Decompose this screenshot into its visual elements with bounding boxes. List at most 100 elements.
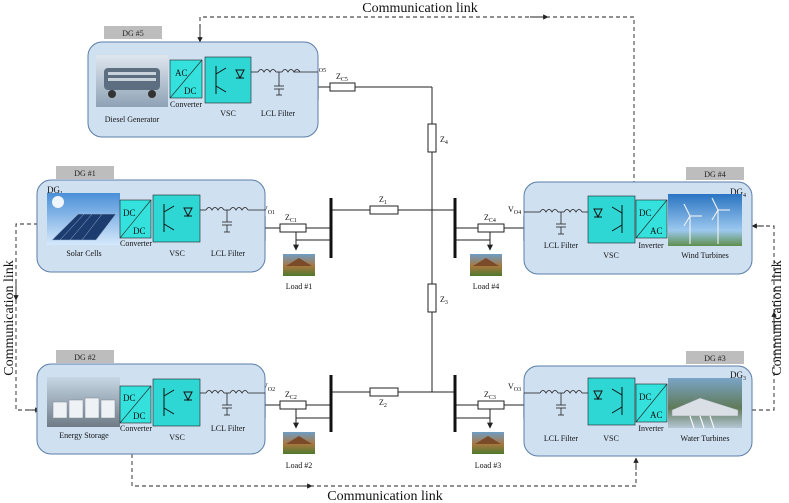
load-2-label: Load #2 (286, 461, 312, 470)
dg1-source-label: Solar Cells (66, 249, 101, 258)
zc1-label: ZC1 (285, 213, 297, 224)
zc2-label: ZC2 (285, 390, 297, 401)
load-3-label: Load #3 (475, 461, 501, 470)
svg-text:DC: DC (133, 411, 146, 421)
network-wiring (265, 86, 524, 406)
load-1: Load #1 (283, 232, 331, 291)
svg-text:DG4: DG4 (730, 187, 746, 199)
svg-text:LCL Filter: LCL Filter (261, 109, 295, 118)
load-4-label: Load #4 (473, 282, 499, 291)
dg2-source-label: Energy Storage (59, 431, 109, 440)
load-4: Load #4 (455, 232, 502, 291)
impedance-zc1 (279, 223, 307, 233)
loads: Load #1 Load #4 Load #2 Load #3 (283, 232, 504, 470)
svg-text:DC: DC (184, 86, 197, 96)
dg5-lcl-filter (251, 69, 318, 96)
zc5-label: ZC5 (336, 72, 348, 83)
svg-text:VSC: VSC (169, 433, 185, 442)
dg1-tag (56, 166, 114, 179)
dg5-tag (104, 26, 162, 39)
zc4-label: ZC4 (484, 213, 496, 224)
svg-text:LCL Filter: LCL Filter (544, 241, 578, 250)
svg-text:DC: DC (639, 208, 652, 218)
z4-label: Z4 (440, 135, 448, 146)
impedance-zc5 (329, 82, 356, 92)
impedance-z4 (427, 123, 437, 153)
dg1-vsc (152, 194, 201, 243)
dg4-tag-text: DG #4 (704, 170, 726, 179)
svg-text:VSC: VSC (603, 251, 619, 260)
comm-link-label-bottom: Communication link (327, 489, 443, 503)
impedance-z3 (427, 283, 437, 313)
dg2-panel: DG #2 Energy Storage DC DC Converter VSC… (36, 350, 266, 455)
comm-link-right: Communication link (751, 223, 785, 411)
impedance-z2 (369, 387, 399, 397)
dg2-lcl-filter (200, 390, 265, 416)
dg2-tag-text: DG #2 (74, 353, 96, 362)
svg-text:Inverter: Inverter (638, 424, 664, 433)
svg-text:DC: DC (639, 392, 652, 402)
svg-text:VSC: VSC (220, 109, 236, 118)
impedance-z1 (369, 205, 399, 215)
dg3-tag (686, 351, 744, 364)
impedances (279, 82, 505, 410)
z3-label: Z3 (440, 295, 448, 306)
load-3: Load #3 (455, 409, 504, 470)
load-1-label: Load #1 (286, 282, 312, 291)
svg-text:DC: DC (133, 226, 146, 236)
comm-link-label-left: Communication link (2, 260, 17, 376)
dg3-source-label: Water Turbines (681, 434, 730, 443)
dg3-tag-text: DG #3 (704, 354, 726, 363)
z1-label: Z1 (379, 195, 387, 206)
comm-link-bottom: Communication link (131, 454, 639, 503)
svg-text:LCL Filter: LCL Filter (544, 434, 578, 443)
zc3-label: ZC3 (484, 390, 496, 401)
dg5-tag-text: DG #5 (122, 29, 144, 38)
dg3-panel: DG #3 DG3 LCL Filter VSC DC AC Inverter … (523, 351, 753, 457)
svg-text:VSC: VSC (169, 249, 185, 258)
wind-turbine-photo (668, 194, 742, 246)
dg1-panel: DG #1 DG1 Solar Cells DC DC Converter VS… (36, 166, 266, 273)
svg-text:AC: AC (650, 226, 663, 236)
dg2-vsc (152, 378, 201, 427)
impedance-zc4 (477, 223, 505, 233)
comm-link-left: Communication link (2, 223, 41, 413)
dg3-vsc (587, 377, 636, 426)
svg-text:Converter: Converter (120, 239, 152, 248)
dg1-tag-text: DG #1 (74, 169, 96, 178)
comm-link-label-right: Communication link (770, 260, 785, 376)
svg-text:DC: DC (123, 208, 136, 218)
impedance-zc2 (279, 400, 307, 410)
dg4-vsc (587, 195, 636, 244)
comm-link-top: Communication link (197, 1, 635, 182)
dg2-tag (56, 350, 114, 363)
dg4-panel: DG #4 DG4 LCL Filter VSC DC AC Inverter (523, 167, 753, 275)
load-2: Load #2 (283, 409, 331, 470)
z2-label: Z2 (379, 398, 387, 409)
comm-link-label-top: Communication link (362, 1, 478, 16)
svg-text:Converter: Converter (120, 424, 152, 433)
dg4-lcl-filter (524, 209, 588, 235)
vo4-label: VO4 (508, 205, 521, 216)
svg-text:DG3: DG3 (730, 370, 746, 382)
svg-text:VSC: VSC (603, 434, 619, 443)
svg-text:LCL Filter: LCL Filter (211, 424, 245, 433)
dg5-source-label: Diesel Generator (105, 115, 160, 124)
svg-text:LCL Filter: LCL Filter (211, 249, 245, 258)
impedance-zc3 (477, 400, 505, 410)
buses (264, 73, 525, 432)
svg-text:DC: DC (123, 393, 136, 403)
svg-text:AC: AC (650, 410, 663, 420)
vo3-label: VO3 (508, 382, 521, 393)
dg1-lcl-filter (200, 207, 265, 233)
dg3-lcl-filter (524, 390, 588, 416)
svg-text:Inverter: Inverter (638, 241, 664, 250)
dg5-vsc (204, 56, 252, 104)
svg-text:Converter: Converter (170, 100, 202, 109)
dg4-tag (686, 167, 744, 180)
dg5-panel: DG #5 Diesel Generator AC DC Converter V… (87, 26, 319, 138)
dg4-source-label: Wind Turbines (681, 251, 728, 260)
svg-text:AC: AC (175, 68, 188, 78)
